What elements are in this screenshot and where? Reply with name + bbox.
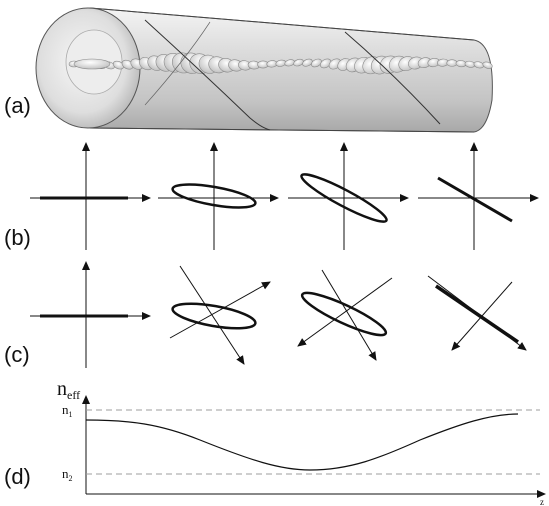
y-axis-symbol: neff	[57, 378, 80, 402]
x-axis-symbol: z	[540, 497, 544, 506]
ellipsoid	[319, 58, 332, 69]
helix-line-1	[144, 19, 271, 131]
panel-b-linear-tilted	[437, 176, 513, 223]
panel-c-ellipse-2	[300, 291, 388, 337]
ellipsoid	[482, 61, 493, 69]
panel-c-linear-tilted	[435, 284, 519, 344]
panel-d: neff n1 n2 z (d)	[4, 378, 546, 506]
panel-b-ellipse-2	[300, 173, 388, 223]
n-eff-curve	[85, 413, 519, 471]
level-n2-label: n2	[62, 466, 73, 483]
level-n1-label: n1	[62, 402, 73, 419]
panel-b-axes-3	[288, 142, 409, 250]
panel-b-axes-4	[418, 142, 539, 250]
fiber-bottom-edge	[89, 127, 475, 133]
helix-line-2	[344, 31, 441, 125]
ellipsoid-chain	[68, 52, 493, 75]
panel-c-ellipse-1	[171, 302, 257, 330]
panel-label-b: (b)	[4, 225, 31, 250]
fiber-body	[89, 7, 493, 133]
panel-c-axes-2	[169, 265, 271, 365]
panel-b-axes-2	[158, 142, 279, 250]
panel-c: (c)	[4, 261, 527, 368]
panel-b-ellipse-1	[171, 183, 257, 209]
panel-label-a: (a)	[4, 93, 31, 118]
ellipsoid	[112, 60, 125, 70]
panel-a-fiber: (a)	[4, 7, 493, 133]
ellipsoid	[293, 58, 304, 67]
ellipsoid	[311, 58, 322, 68]
panel-label-c: (c)	[4, 342, 30, 367]
ellipsoid	[302, 58, 313, 67]
helix-line-3	[144, 21, 211, 106]
panel-c-axes-3	[297, 269, 393, 361]
fiber-top-edge	[89, 7, 475, 41]
panel-label-d: (d)	[4, 464, 31, 489]
panel-b: (b)	[4, 142, 539, 250]
ellipsoid	[73, 58, 111, 70]
